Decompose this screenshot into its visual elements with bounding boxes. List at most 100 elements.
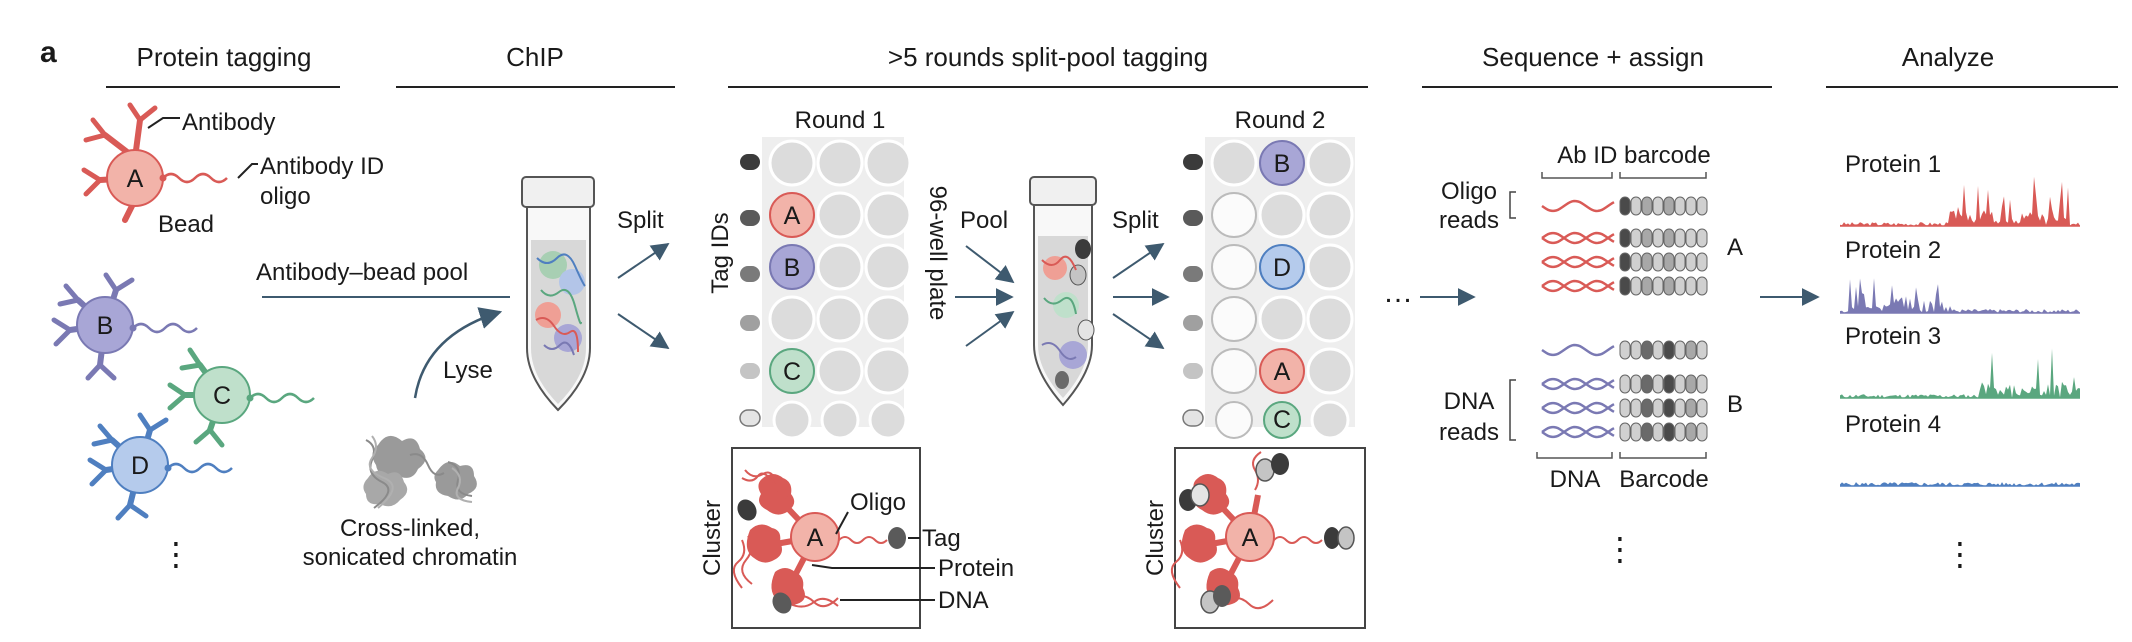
bead-d-label: D xyxy=(131,452,149,480)
split-label-1: Split xyxy=(617,207,664,234)
round2-tags xyxy=(1182,154,1204,427)
barcode-segment xyxy=(1619,422,1631,442)
barcode-segment xyxy=(1685,252,1697,272)
barcode-segment xyxy=(1652,228,1664,248)
pool-label: Pool xyxy=(960,207,1008,234)
barcode-segment xyxy=(1652,252,1664,272)
barcode-segment xyxy=(1674,422,1686,442)
round2-well-a: A xyxy=(1274,358,1291,386)
header-analyze: Analyze xyxy=(1902,42,1995,72)
protein-4-label: Protein 4 xyxy=(1845,411,1941,438)
read-row xyxy=(1541,196,1708,216)
dna-bracket xyxy=(1536,452,1613,459)
tag-ids-label: Tag IDs xyxy=(707,212,734,293)
cluster-label-2: Cluster xyxy=(1142,500,1169,576)
barcode-segment xyxy=(1674,374,1686,394)
protein-1-label: Protein 1 xyxy=(1845,151,1941,178)
sequencing-reads xyxy=(1541,196,1708,442)
read-row xyxy=(1541,374,1708,394)
group-b-label: B xyxy=(1727,391,1743,418)
barcode-segment xyxy=(1663,374,1675,394)
barcode-segment xyxy=(1663,252,1675,272)
antibody-bead-c xyxy=(167,347,315,448)
more-beads-ellipsis: ⋮ xyxy=(160,536,192,572)
cluster-tag-label: Tag xyxy=(922,525,961,552)
read-row xyxy=(1541,422,1708,442)
more-reads-ellipsis: ⋮ xyxy=(1604,531,1636,567)
barcode-segment xyxy=(1663,228,1675,248)
barcode-segment xyxy=(1685,196,1697,216)
chip-tube xyxy=(521,176,595,412)
barcode-segment xyxy=(1652,398,1664,418)
ab-id-bracket xyxy=(1541,172,1613,179)
oligo-label: oligo xyxy=(260,183,311,210)
round1-wells xyxy=(768,139,912,440)
barcode-segment xyxy=(1619,398,1631,418)
barcode-segment xyxy=(1630,228,1642,248)
read-strand xyxy=(1541,401,1615,415)
barcode-segment xyxy=(1641,374,1653,394)
barcode-segment xyxy=(1641,196,1653,216)
round2-well-b: B xyxy=(1274,150,1291,178)
barcode-segment xyxy=(1630,340,1642,360)
round1-tags xyxy=(739,154,761,427)
barcode-segment xyxy=(1685,276,1697,296)
header-chip: ChIP xyxy=(506,42,564,72)
coverage-tracks xyxy=(1840,176,2080,487)
round2-well-d: D xyxy=(1273,254,1291,282)
barcode-segment xyxy=(1685,228,1697,248)
barcode-segment xyxy=(1652,422,1664,442)
barcode-segment xyxy=(1663,276,1675,296)
split-arrow-down xyxy=(617,313,670,350)
header-protein-tagging: Protein tagging xyxy=(137,42,312,72)
barcode-segment xyxy=(1663,196,1675,216)
barcode-segment xyxy=(1663,422,1675,442)
barcode-segment xyxy=(1652,340,1664,360)
read-strand xyxy=(1541,377,1615,391)
barcode-segment xyxy=(1685,422,1697,442)
barcode-segment xyxy=(1674,252,1686,272)
barcode-label: Barcode xyxy=(1619,466,1708,493)
cluster-protein-label: Protein xyxy=(938,555,1014,582)
barcode-segment xyxy=(1696,196,1708,216)
barcode-segment xyxy=(1619,340,1631,360)
read-strand xyxy=(1541,231,1615,245)
barcode-segment xyxy=(1696,340,1708,360)
barcode-segment xyxy=(1685,340,1697,360)
round1-label: Round 1 xyxy=(795,107,886,134)
bead-label: Bead xyxy=(158,211,214,238)
barcode-bracket xyxy=(1619,172,1707,179)
coverage-track xyxy=(1840,176,2080,226)
barcode-segment xyxy=(1630,252,1642,272)
antibody-bead-d xyxy=(87,412,233,521)
oligo-reads-label-1: Oligo xyxy=(1441,178,1497,205)
barcode-segment xyxy=(1696,276,1708,296)
protein-3-label: Protein 3 xyxy=(1845,323,1941,350)
barcode-segment xyxy=(1663,398,1675,418)
barcode-segment xyxy=(1641,276,1653,296)
barcode-segment xyxy=(1652,196,1664,216)
protein-2-label: Protein 2 xyxy=(1845,237,1941,264)
bead-c-label: C xyxy=(213,382,231,410)
read-row xyxy=(1541,340,1708,360)
barcode-segment xyxy=(1630,422,1642,442)
read-row xyxy=(1541,276,1708,296)
lyse-arrow xyxy=(413,307,503,399)
chromatin-label-2: sonicated chromatin xyxy=(303,544,518,571)
cluster-bead-label-1: A xyxy=(807,524,824,552)
read-strand xyxy=(1541,279,1615,293)
read-strand xyxy=(1541,231,1615,245)
header-sequence-assign: Sequence + assign xyxy=(1482,42,1704,72)
barcode-segment xyxy=(1674,228,1686,248)
barcode-segment xyxy=(1630,374,1642,394)
antibody-id-label: Antibody ID xyxy=(260,153,384,180)
cluster-dna-label: DNA xyxy=(938,587,989,614)
read-strand xyxy=(1541,377,1615,391)
read-strand xyxy=(1541,401,1615,415)
continuation-ellipsis: … xyxy=(1383,276,1413,309)
plate-label: 96-well plate xyxy=(924,186,951,321)
more-proteins-ellipsis: ⋮ xyxy=(1944,536,1976,572)
round2-wells xyxy=(1210,139,1354,440)
header-split-pool: >5 rounds split-pool tagging xyxy=(888,42,1208,72)
read-row xyxy=(1541,252,1708,272)
